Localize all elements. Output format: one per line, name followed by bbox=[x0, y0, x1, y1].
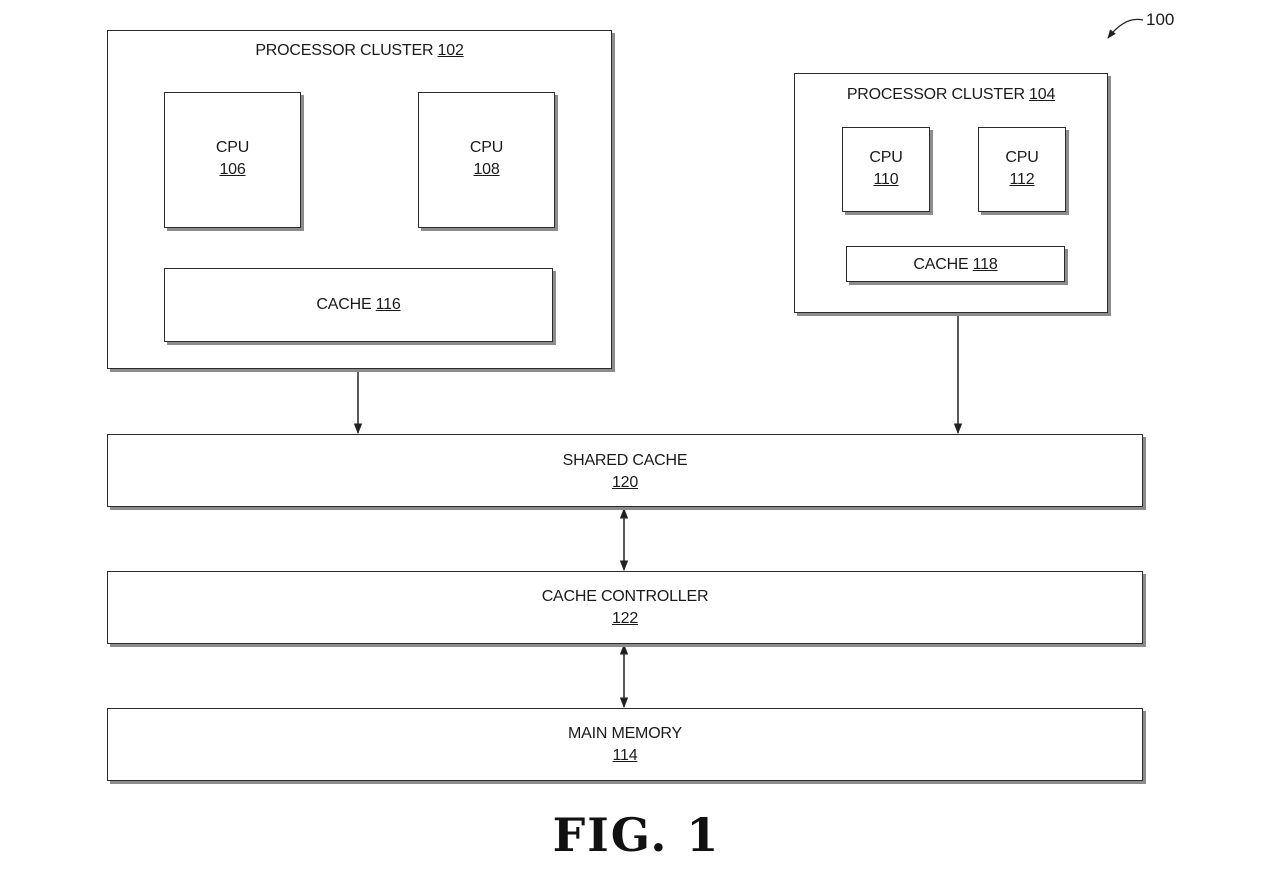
main-memory-label: MAIN MEMORY 114 bbox=[108, 723, 1142, 766]
cache-118-number: 118 bbox=[972, 256, 998, 273]
cache-118-title: CACHE bbox=[913, 256, 969, 273]
shared-cache-title: SHARED CACHE bbox=[562, 452, 688, 469]
cluster-104-title: PROCESSOR CLUSTER bbox=[846, 86, 1025, 103]
cluster-104-number: 104 bbox=[1029, 86, 1056, 103]
cpu-110-number: 110 bbox=[873, 170, 899, 188]
cpu-110-title: CPU bbox=[869, 149, 903, 166]
cpu-108-title: CPU bbox=[469, 139, 504, 156]
cache-controller-label: CACHE CONTROLLER 122 bbox=[108, 586, 1142, 629]
cache-116-label: CACHE 116 bbox=[165, 294, 552, 316]
cpu-110: CPU 110 bbox=[842, 127, 930, 212]
cache-118: CACHE 118 bbox=[846, 246, 1065, 282]
cpu-108-label: CPU 108 bbox=[419, 137, 554, 180]
cache-controller-title: CACHE CONTROLLER bbox=[541, 588, 709, 605]
cpu-106-label: CPU 106 bbox=[165, 137, 300, 180]
cache-116-title: CACHE bbox=[316, 296, 372, 313]
cpu-112: CPU 112 bbox=[978, 127, 1066, 212]
main-memory-title: MAIN MEMORY bbox=[568, 725, 682, 742]
cpu-112-number: 112 bbox=[1009, 170, 1035, 188]
reference-leader-arrow bbox=[1107, 18, 1144, 39]
cluster-102-title: PROCESSOR CLUSTER bbox=[255, 42, 434, 59]
figure-caption: FIG. 1 bbox=[552, 808, 721, 862]
figure-reference-number: 100 bbox=[1146, 10, 1175, 29]
shared-cache-number: 120 bbox=[611, 473, 639, 491]
cpu-112-title: CPU bbox=[1005, 149, 1039, 166]
main-memory-114: MAIN MEMORY 114 bbox=[107, 708, 1143, 781]
cluster-102-label: PROCESSOR CLUSTER 102 bbox=[108, 40, 611, 62]
shared-cache-label: SHARED CACHE 120 bbox=[108, 450, 1142, 493]
cpu-108: CPU 108 bbox=[418, 92, 555, 228]
cluster-102-number: 102 bbox=[437, 42, 464, 59]
cache-controller-122: CACHE CONTROLLER 122 bbox=[107, 571, 1143, 644]
cpu-112-label: CPU 112 bbox=[979, 147, 1065, 190]
cpu-110-label: CPU 110 bbox=[843, 147, 929, 190]
cpu-106-title: CPU bbox=[215, 139, 250, 156]
cache-118-label: CACHE 118 bbox=[847, 254, 1064, 276]
cpu-106-number: 106 bbox=[219, 160, 246, 178]
cache-116: CACHE 116 bbox=[164, 268, 553, 342]
main-memory-number: 114 bbox=[612, 746, 638, 764]
cpu-108-number: 108 bbox=[473, 160, 500, 178]
cache-controller-number: 122 bbox=[611, 609, 639, 627]
shared-cache-120: SHARED CACHE 120 bbox=[107, 434, 1143, 507]
cpu-106: CPU 106 bbox=[164, 92, 301, 228]
cache-116-number: 116 bbox=[375, 296, 401, 313]
cluster-104-label: PROCESSOR CLUSTER 104 bbox=[795, 84, 1107, 106]
